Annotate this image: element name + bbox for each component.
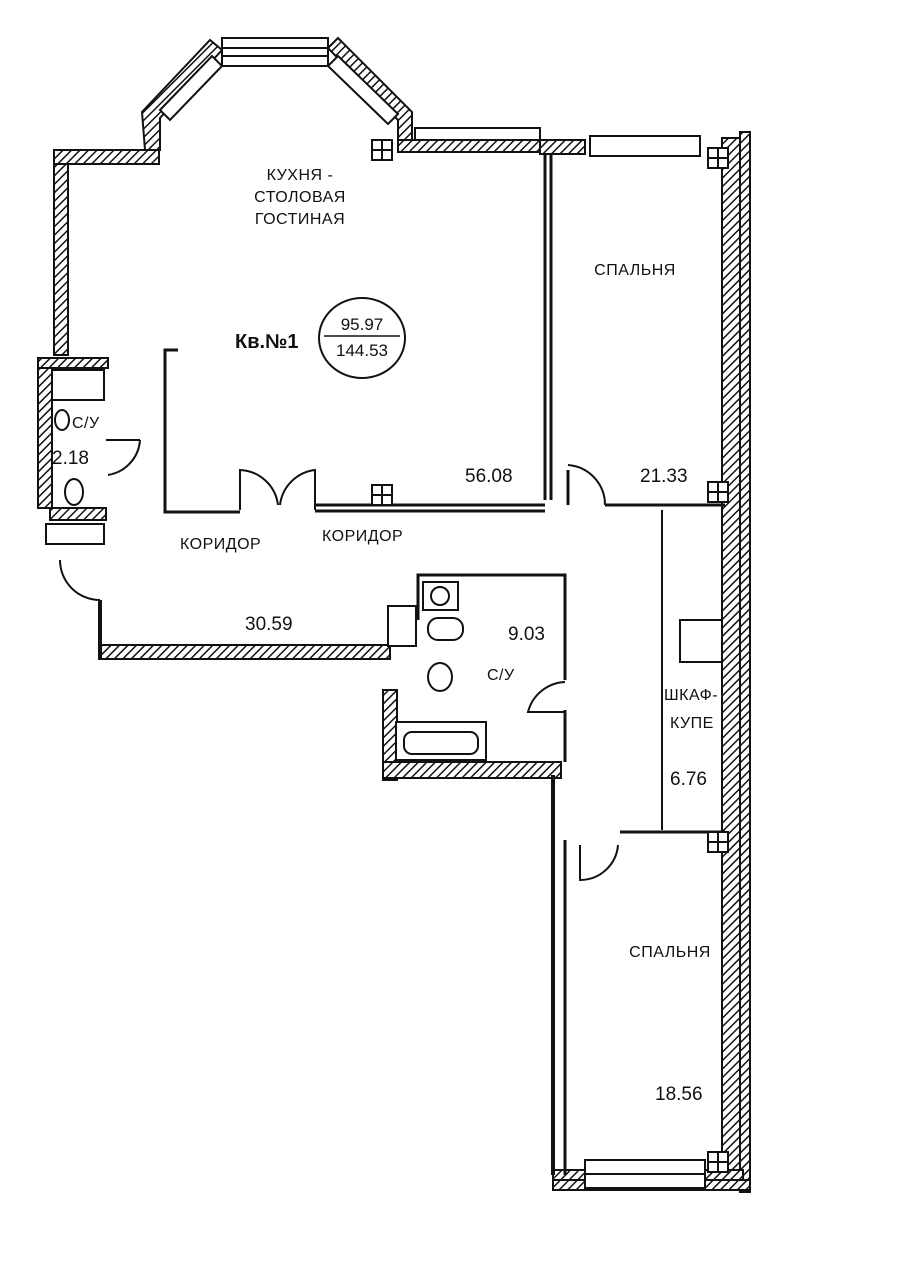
- bathroom-label: С/У: [487, 667, 515, 684]
- bedroom1-area: 21.33: [640, 466, 688, 487]
- wardrobe-label-line2: КУПЕ: [670, 715, 714, 732]
- area-badge: 95.97 144.53: [318, 297, 406, 379]
- bedroom1-label: СПАЛЬНЯ: [594, 262, 676, 279]
- area-total: 144.53: [336, 341, 388, 360]
- kitchen-label-line1: КУХНЯ -: [267, 167, 334, 184]
- doors: [59, 439, 619, 882]
- bedroom2-label: СПАЛЬНЯ: [629, 944, 711, 961]
- wc-small-label: С/У: [72, 415, 100, 432]
- kitchen-label-line2: СТОЛОВАЯ: [254, 189, 346, 206]
- corridor-label-1: КОРИДОР: [180, 536, 261, 553]
- exterior-walls: [37, 36, 751, 1193]
- wc-small-area: 2.18: [52, 448, 89, 469]
- corridor-area: 30.59: [245, 614, 293, 635]
- windows: [414, 127, 706, 1189]
- plumbing-fixtures: [45, 369, 723, 761]
- bathroom-area: 9.03: [508, 624, 545, 645]
- interior-walls: [98, 155, 725, 1175]
- kitchen-area: 56.08: [465, 466, 513, 487]
- area-living: 95.97: [341, 315, 384, 334]
- bay-window: [158, 37, 400, 126]
- wardrobe-area: 6.76: [670, 769, 707, 790]
- wardrobe-label-line1: ШКАФ-: [664, 687, 718, 704]
- corridor-label-2: КОРИДОР: [322, 528, 403, 545]
- bedroom2-area: 18.56: [655, 1084, 703, 1105]
- apartment-label: Кв.№1: [235, 331, 298, 353]
- kitchen-label-line3: ГОСТИНАЯ: [255, 211, 345, 228]
